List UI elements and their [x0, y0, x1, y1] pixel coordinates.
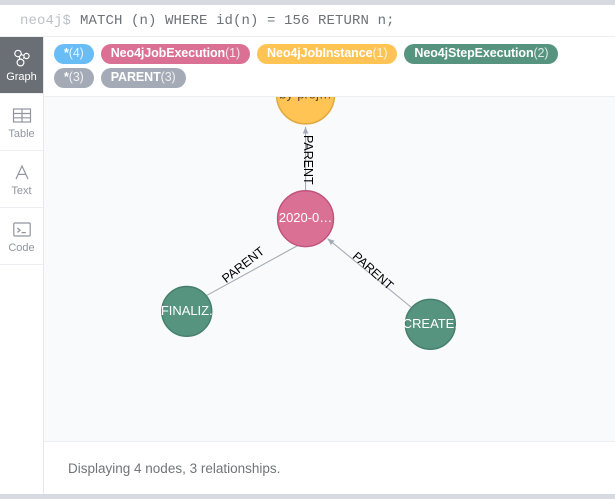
legend-chip-neo4jstepexecution[interactable]: Neo4jStepExecution(2) — [404, 44, 559, 64]
graph-svg[interactable]: PARENT PARENT PARENT by-proj… 2020-0… — [44, 97, 615, 441]
sidebar-label-text: Text — [11, 185, 32, 197]
edge-label-parent-1: PARENT — [301, 135, 315, 185]
legend-chip-label: * — [64, 70, 69, 84]
view-mode-sidebar: Graph Table — [0, 37, 44, 494]
sidebar-item-graph[interactable]: Graph — [0, 37, 43, 94]
legend-chip-label: PARENT — [110, 70, 161, 84]
legend-chip-count: (3) — [68, 70, 84, 84]
sidebar-item-table[interactable]: Table — [0, 94, 43, 151]
graph-result-panel: *(4) Neo4jJobExecution(1) Neo4jJobInstan… — [44, 37, 615, 494]
table-icon — [12, 104, 32, 126]
sidebar-label-table: Table — [8, 128, 35, 140]
graph-node-neo4jstepexecution-finalize[interactable]: FINALIZ. — [161, 285, 213, 338]
legend-bar: *(4) Neo4jJobExecution(1) Neo4jJobInstan… — [44, 37, 615, 97]
graph-edges — [206, 126, 412, 308]
graph-node-neo4jjobinstance[interactable]: by-proj… — [275, 97, 336, 125]
legend-chip-label: Neo4jStepExecution — [414, 46, 534, 60]
graph-icon — [12, 47, 32, 69]
legend-relationship-row: *(3) PARENT(3) — [44, 66, 615, 90]
legend-chip-count: (1) — [225, 46, 241, 60]
graph-status-bar: Displaying 4 nodes, 3 relationships. — [44, 442, 615, 494]
legend-chip-label: Neo4jJobInstance — [267, 46, 373, 60]
graph-node-neo4jjobexecution[interactable]: 2020-0… — [276, 189, 335, 248]
query-editor-bar[interactable]: neo4j$ MATCH (n) WHERE id(n) = 156 RETUR… — [0, 5, 615, 37]
legend-chip-all-relationships[interactable]: *(3) — [54, 68, 94, 88]
legend-chip-count: (2) — [533, 46, 549, 60]
sidebar-label-code: Code — [8, 242, 35, 254]
edge-label-parent-2: PARENT — [219, 244, 267, 286]
result-body: Graph Table — [0, 37, 615, 494]
legend-chip-all-nodes[interactable]: *(4) — [54, 44, 94, 64]
legend-chip-count: (4) — [68, 46, 84, 60]
edge-label-parent-3: PARENT — [350, 249, 397, 293]
legend-chip-count: (3) — [160, 70, 176, 84]
sidebar-item-code[interactable]: Code — [0, 208, 43, 265]
edge-parent-3[interactable] — [327, 238, 412, 308]
graph-canvas[interactable]: PARENT PARENT PARENT by-proj… 2020-0… — [44, 97, 615, 442]
legend-chip-label: * — [64, 46, 69, 60]
legend-chip-neo4jjobinstance[interactable]: Neo4jJobInstance(1) — [257, 44, 398, 64]
editor-prompt: neo4j$ — [20, 12, 72, 29]
legend-chip-count: (1) — [372, 46, 388, 60]
text-icon — [12, 161, 32, 183]
legend-chip-label: Neo4jJobExecution — [110, 46, 226, 60]
neo4j-browser-frame: neo4j$ MATCH (n) WHERE id(n) = 156 RETUR… — [0, 5, 615, 494]
graph-nodes: by-proj… 2020-0… FINALIZ. CREATE. — [161, 97, 458, 351]
status-text: Displaying 4 nodes, 3 relationships. — [68, 460, 281, 476]
legend-chip-parent[interactable]: PARENT(3) — [100, 68, 186, 88]
query-text[interactable]: MATCH (n) WHERE id(n) = 156 RETURN n; — [80, 12, 395, 29]
legend-chip-neo4jjobexecution[interactable]: Neo4jJobExecution(1) — [100, 44, 251, 64]
sidebar-item-text[interactable]: Text — [0, 151, 43, 208]
edge-parent-2[interactable] — [206, 239, 309, 296]
sidebar-label-graph: Graph — [6, 71, 37, 83]
legend-node-row: *(4) Neo4jJobExecution(1) Neo4jJobInstan… — [44, 42, 615, 66]
code-icon — [12, 218, 32, 240]
